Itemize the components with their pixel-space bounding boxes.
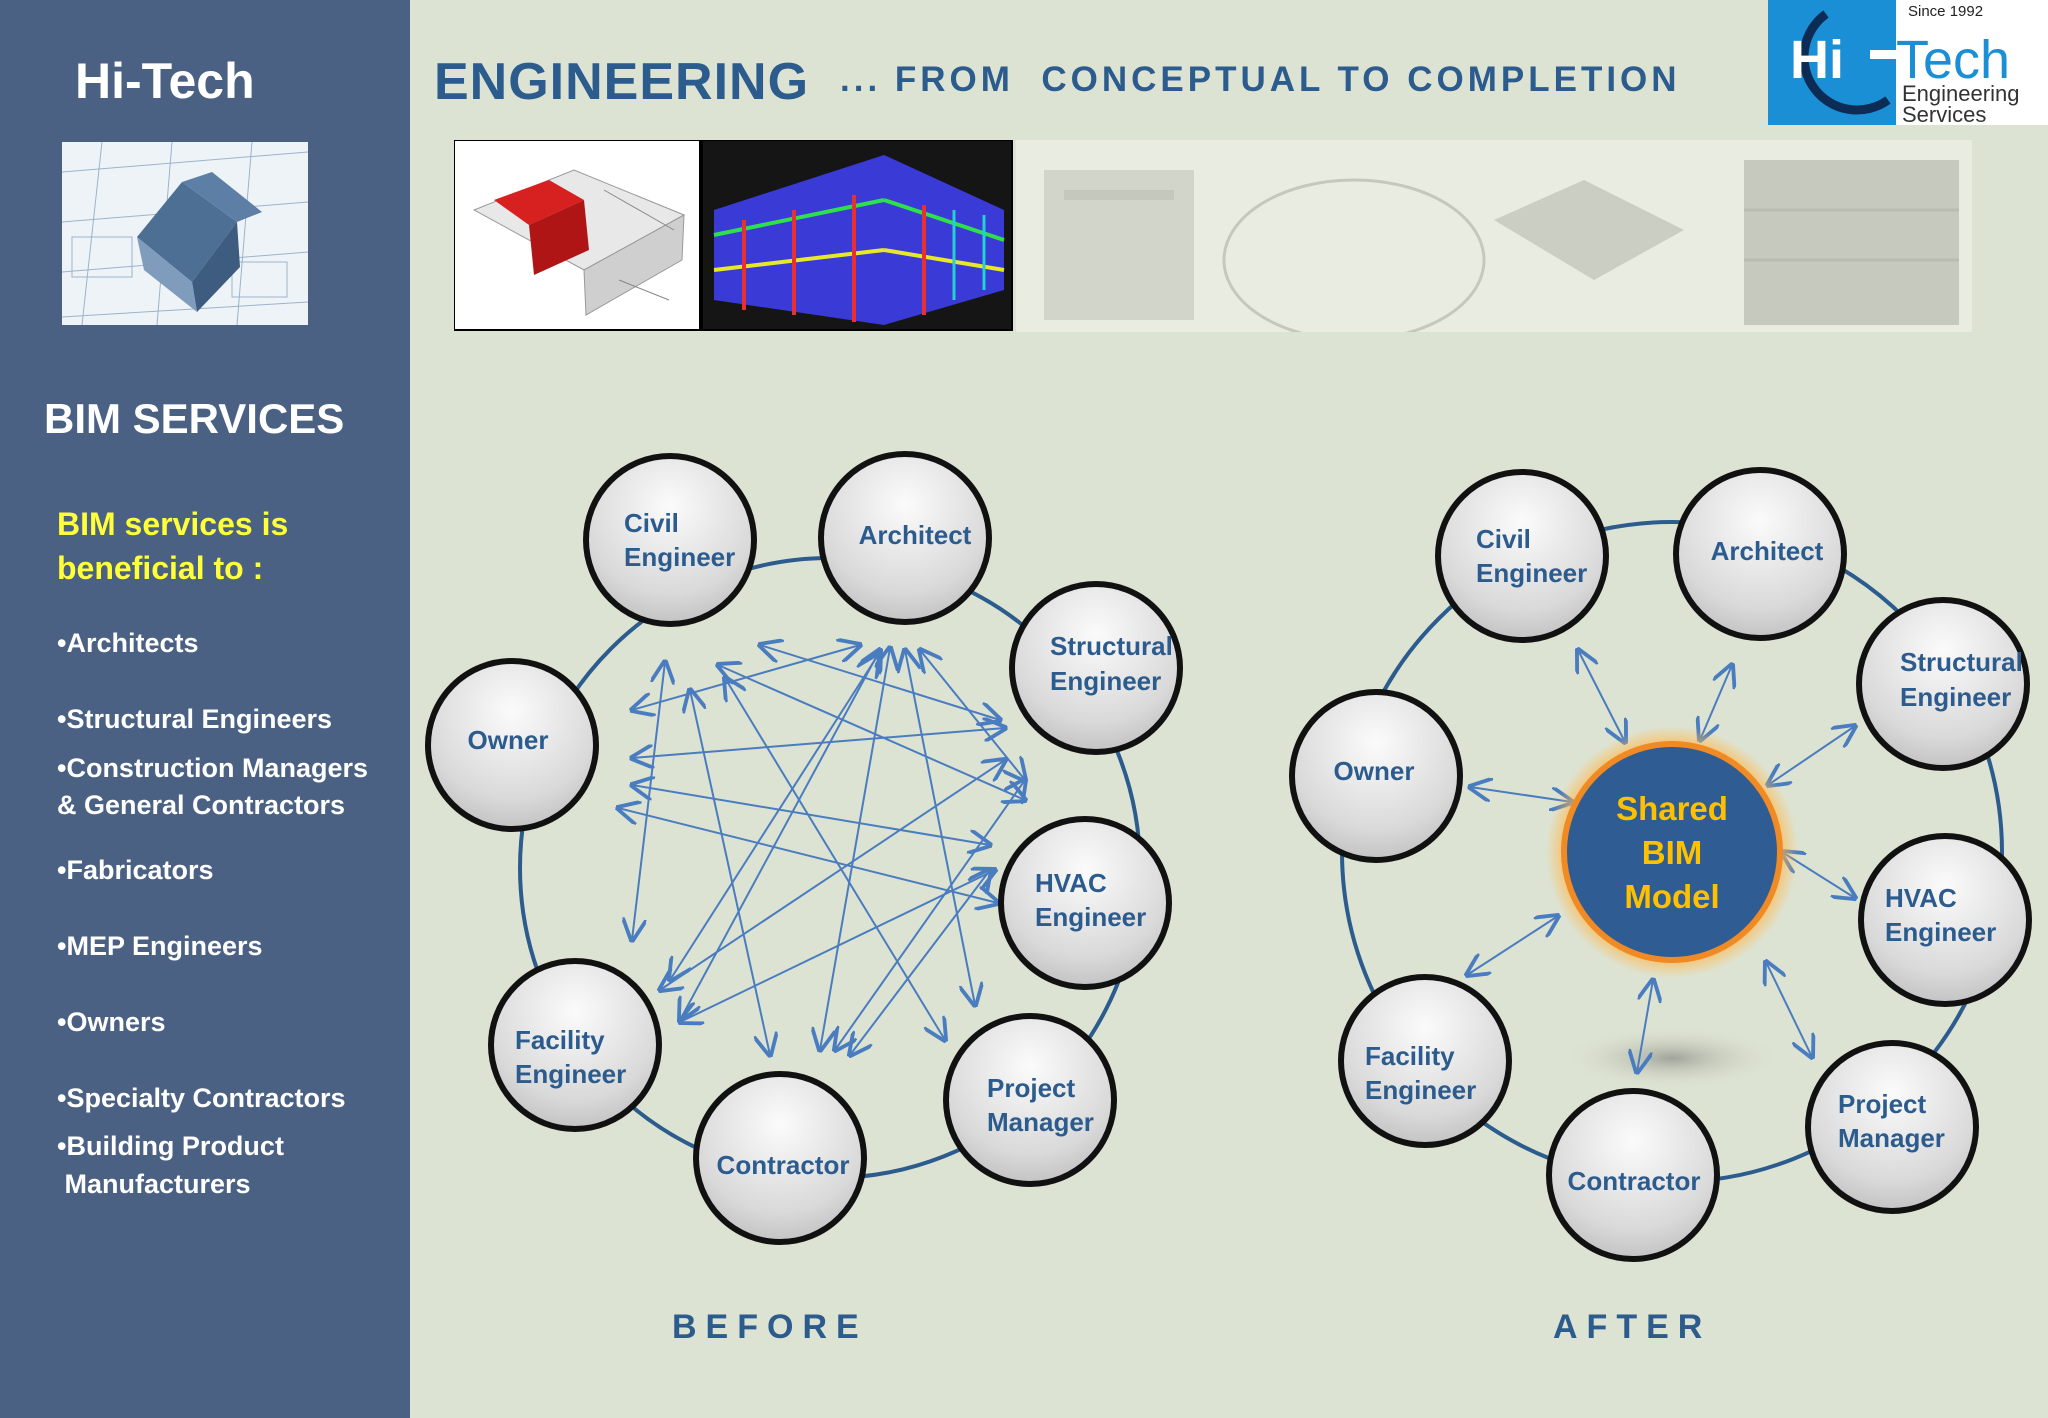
node-label: Facility: [515, 1025, 605, 1055]
section-title: BIM SERVICES: [44, 395, 345, 442]
sidebar: Hi-Tech BIM SERVICES BIM services is ben…: [0, 0, 410, 1418]
list-item: & General Contractors: [57, 790, 346, 820]
node-project-manager: Project Manager: [1805, 1040, 1979, 1214]
node-contractor: Contractor: [1546, 1088, 1720, 1262]
node-hvac-engineer: HVAC Engineer: [1858, 833, 2032, 1007]
node-label: Architect: [1711, 536, 1824, 566]
node-owner: Owner: [425, 658, 599, 832]
node-facility-engineer: Facility Engineer: [488, 958, 662, 1132]
logo-engineering: Engineering: [1902, 81, 2019, 106]
list-item: Manufacturers: [57, 1169, 251, 1199]
node-label: Engineer: [624, 542, 735, 572]
node-structural-engineer: Structural Engineer: [1009, 581, 1183, 755]
node-contractor: Contractor: [693, 1071, 867, 1245]
node-label: Engineer: [1476, 558, 1587, 588]
node-label: Owner: [1334, 756, 1415, 786]
node-architect: Architect: [818, 451, 992, 625]
node-label: Structural: [1900, 647, 2023, 677]
before-caption: BEFORE: [672, 1308, 868, 1346]
node-structural-engineer: Structural Engineer: [1856, 597, 2030, 771]
center-label: Shared: [1616, 790, 1728, 827]
node-label: Engineer: [515, 1059, 626, 1089]
list-item: •Fabricators: [57, 855, 214, 885]
list-item: •Construction Managers: [57, 753, 368, 783]
brand-title: Hi-Tech: [75, 53, 255, 109]
list-item: •MEP Engineers: [57, 931, 263, 961]
node-label: Engineer: [1050, 666, 1161, 696]
node-label: Project: [1838, 1089, 1926, 1119]
intro-text: BIM services is beneficial to :: [57, 502, 387, 590]
node-label: Manager: [987, 1107, 1094, 1137]
node-hvac-engineer: HVAC Engineer: [998, 816, 1172, 990]
node-owner: Owner: [1289, 689, 1463, 863]
intro-line: BIM services is: [57, 506, 289, 542]
logo-hi: Hi: [1790, 30, 1844, 90]
logo-tech: Tech: [1896, 30, 2010, 90]
list-item: •Specialty Contractors: [57, 1083, 346, 1113]
node-label: Engineer: [1035, 902, 1146, 932]
list-item: •Building Product: [57, 1131, 284, 1161]
logo-services: Services: [1902, 102, 1986, 125]
node-label: Project: [987, 1073, 1075, 1103]
tagline: ... FROM CONCEPTUAL TO COMPLETION: [840, 60, 1681, 99]
node-label: Engineer: [1900, 682, 2011, 712]
building-cutaway-image: [454, 140, 701, 331]
bim-building-model-image: [701, 140, 1013, 331]
node-label: Contractor: [717, 1150, 850, 1180]
list-item: •Structural Engineers: [57, 704, 333, 734]
center-label: BIM: [1642, 834, 1703, 871]
banner-image-strip: [454, 140, 1972, 332]
node-civil-engineer: Civil Engineer: [1435, 469, 1609, 643]
node-label: HVAC: [1885, 883, 1957, 913]
page-title: ENGINEERING: [434, 53, 810, 111]
node-label: Architect: [859, 520, 972, 550]
after-caption: AFTER: [1553, 1308, 1712, 1346]
node-label: Civil: [624, 508, 679, 538]
center-label: Model: [1624, 878, 1719, 915]
node-label: Engineer: [1365, 1075, 1476, 1105]
node-architect: Architect: [1673, 467, 1847, 641]
node-project-manager: Project Manager: [943, 1013, 1117, 1187]
node-label: Facility: [1365, 1041, 1455, 1071]
node-civil-engineer: Civil Engineer: [583, 453, 757, 627]
node-label: Civil: [1476, 524, 1531, 554]
house-blueprint-image: [62, 142, 308, 325]
before-arrows: [618, 645, 1025, 1055]
company-logo: Since 1992 Hi Tech Engineering Services: [1768, 0, 2048, 125]
node-label: Engineer: [1885, 917, 1996, 947]
list-item: •Owners: [57, 1007, 166, 1037]
node-label: Contractor: [1568, 1166, 1701, 1196]
node-label: HVAC: [1035, 868, 1107, 898]
before-nodes: Civil Engineer Architect Structural Engi…: [425, 451, 1183, 1245]
shared-bim-model-node: [1561, 741, 1783, 963]
list-item: •Architects: [57, 628, 199, 658]
faded-render-strip: [1016, 140, 1972, 332]
node-label: Structural: [1050, 631, 1173, 661]
intro-line: beneficial to :: [57, 550, 264, 586]
node-label: Owner: [468, 725, 549, 755]
node-label: Manager: [1838, 1123, 1945, 1153]
center-shadow: [1562, 1026, 1782, 1090]
after-nodes: Civil Engineer Architect Structural Engi…: [1289, 467, 2032, 1262]
logo-since: Since 1992: [1908, 3, 1983, 20]
node-facility-engineer: Facility Engineer: [1338, 974, 1512, 1148]
